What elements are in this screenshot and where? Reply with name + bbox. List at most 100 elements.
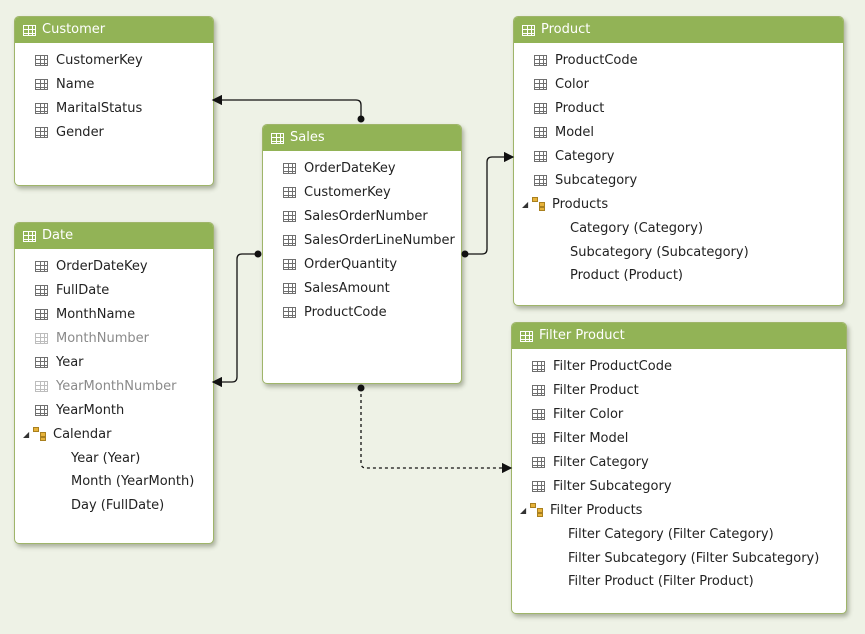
relationship-sales-customer[interactable] bbox=[211, 94, 365, 123]
column-item[interactable]: YearMonthNumber bbox=[15, 374, 213, 398]
hierarchy-level-item[interactable]: Category (Category) bbox=[514, 216, 843, 240]
column-item[interactable]: MonthNumber bbox=[15, 327, 213, 351]
column-label: Product bbox=[555, 101, 605, 117]
column-item[interactable]: SalesOrderNumber bbox=[263, 205, 461, 229]
column-item[interactable]: Name bbox=[15, 73, 213, 97]
column-item[interactable]: OrderQuantity bbox=[263, 253, 461, 277]
column-item[interactable]: YearMonth bbox=[15, 398, 213, 422]
column-label: CustomerKey bbox=[304, 185, 391, 201]
column-item[interactable]: FullDate bbox=[15, 279, 213, 303]
column-icon bbox=[283, 259, 296, 270]
hierarchy-level-item[interactable]: Filter Product (Filter Product) bbox=[512, 570, 846, 594]
column-item[interactable]: CustomerKey bbox=[263, 181, 461, 205]
column-icon bbox=[532, 361, 545, 373]
column-item[interactable]: ProductCode bbox=[514, 49, 843, 73]
column-icon bbox=[283, 187, 296, 199]
column-label: MaritalStatus bbox=[56, 101, 143, 117]
column-label: Subcategory bbox=[555, 172, 638, 188]
hierarchy-level-item[interactable]: Filter Category (Filter Category) bbox=[512, 522, 846, 546]
column-label: SalesOrderNumber bbox=[304, 209, 428, 225]
column-item[interactable]: Product bbox=[514, 97, 843, 121]
column-item[interactable]: Color bbox=[514, 73, 843, 97]
column-label: MonthNumber bbox=[56, 331, 149, 347]
hierarchy-level-item[interactable]: Subcategory (Subcategory) bbox=[514, 240, 843, 264]
table-header[interactable]: Filter Product bbox=[512, 323, 846, 349]
column-label: Filter Color bbox=[553, 407, 624, 423]
column-item[interactable]: Filter Model bbox=[512, 427, 846, 451]
table-icon bbox=[271, 132, 284, 144]
column-item[interactable]: OrderDateKey bbox=[15, 255, 213, 279]
column-label: Filter ProductCode bbox=[553, 359, 672, 375]
column-label: Model bbox=[555, 125, 595, 141]
column-item[interactable]: Filter Subcategory bbox=[512, 474, 846, 498]
column-icon bbox=[283, 163, 296, 175]
hierarchy-level-item[interactable]: Filter Subcategory (Filter Subcategory) bbox=[512, 546, 846, 570]
column-label: Day (FullDate) bbox=[71, 498, 165, 514]
column-item[interactable]: Year bbox=[15, 351, 213, 375]
column-label: Filter Products bbox=[550, 502, 643, 518]
hierarchy-item[interactable]: ◢Products bbox=[514, 192, 843, 216]
hierarchy-level-item[interactable]: Day (FullDate) bbox=[15, 494, 213, 518]
column-label: YearMonthNumber bbox=[56, 378, 177, 394]
collapse-triangle-icon[interactable]: ◢ bbox=[522, 199, 529, 209]
column-label: Filter Product (Filter Product) bbox=[568, 574, 754, 590]
table-header[interactable]: Date bbox=[15, 223, 213, 249]
table-header[interactable]: Product bbox=[514, 17, 843, 43]
column-label: Filter Subcategory bbox=[553, 478, 672, 494]
column-item[interactable]: SalesOrderLineNumber bbox=[263, 229, 461, 253]
column-label: Year (Year) bbox=[71, 450, 141, 466]
column-icon bbox=[283, 211, 296, 223]
hierarchy-level-item[interactable]: Year (Year) bbox=[15, 446, 213, 470]
table-header[interactable]: Sales bbox=[263, 125, 461, 151]
column-icon bbox=[283, 282, 296, 294]
hierarchy-item[interactable]: ◢ Filter Products bbox=[512, 498, 846, 522]
column-item[interactable]: SalesAmount bbox=[263, 276, 461, 300]
collapse-triangle-icon[interactable]: ◢ bbox=[23, 429, 30, 439]
column-icon bbox=[35, 127, 48, 139]
column-item[interactable]: Gender bbox=[15, 121, 213, 145]
column-label: SalesAmount bbox=[304, 280, 390, 296]
column-label: Filter Model bbox=[553, 431, 629, 447]
column-item[interactable]: Category bbox=[514, 145, 843, 169]
column-label: Filter Category (Filter Category) bbox=[568, 526, 774, 542]
relationship-sales-date[interactable] bbox=[211, 250, 262, 388]
column-icon bbox=[283, 306, 296, 318]
column-item[interactable]: ProductCode bbox=[263, 300, 461, 324]
column-icon bbox=[35, 333, 48, 345]
column-item[interactable]: Filter Color bbox=[512, 403, 846, 427]
column-icon bbox=[35, 380, 48, 392]
hierarchy-item[interactable]: ◢Calendar bbox=[15, 422, 213, 446]
column-icon bbox=[283, 235, 296, 247]
column-item[interactable]: MonthName bbox=[15, 303, 213, 327]
hierarchy-level-item[interactable]: Month (YearMonth) bbox=[15, 470, 213, 494]
column-item[interactable]: CustomerKey bbox=[15, 49, 213, 73]
collapse-triangle-icon[interactable]: ◢ bbox=[520, 505, 527, 515]
column-icon bbox=[35, 285, 48, 297]
column-label: Category bbox=[555, 149, 615, 164]
column-item[interactable]: Subcategory bbox=[514, 168, 843, 192]
column-label: Month (YearMonth) bbox=[71, 474, 195, 490]
column-label: Product (Product) bbox=[570, 268, 683, 284]
column-item[interactable]: Filter Product bbox=[512, 379, 846, 403]
column-icon bbox=[534, 55, 547, 67]
column-label: Year bbox=[56, 355, 84, 370]
table-title: Product bbox=[541, 22, 591, 37]
table-header[interactable]: Customer bbox=[15, 17, 213, 43]
column-item[interactable]: OrderDateKey bbox=[263, 157, 461, 181]
column-label: Color bbox=[555, 77, 589, 93]
column-item[interactable]: Model bbox=[514, 121, 843, 145]
relationship-sales-filter-product[interactable] bbox=[357, 384, 513, 474]
hierarchy-level-item[interactable]: Product (Product) bbox=[514, 264, 843, 288]
relationship-sales-product[interactable] bbox=[461, 151, 515, 258]
column-item[interactable]: Filter ProductCode bbox=[512, 355, 846, 379]
column-item[interactable]: MaritalStatus bbox=[15, 97, 213, 121]
column-item[interactable]: Filter Category bbox=[512, 451, 846, 475]
column-icon bbox=[35, 103, 48, 115]
column-icon bbox=[532, 385, 545, 397]
